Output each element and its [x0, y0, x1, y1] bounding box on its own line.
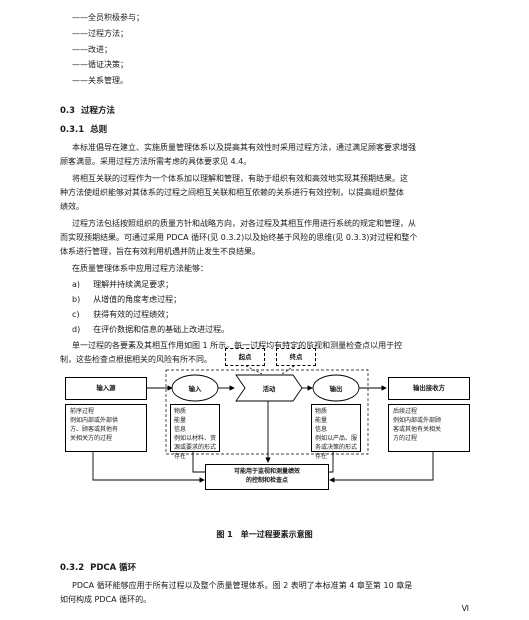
- paragraph-line: 将相互关联的过程作为一个体系加以理解和管理，有助于组织有效和高效地实现其预期结果…: [72, 174, 408, 183]
- detail-line: 源或要求的形式: [174, 444, 217, 451]
- output-details: 物质 能量 信息 例如以产品、服 务或决策的形式 存在: [311, 404, 361, 460]
- list-text: 获得有效的过程绩效；: [93, 310, 174, 319]
- detail-line: 物质: [315, 408, 328, 415]
- detail-line: 的控制和检查点: [245, 477, 288, 484]
- detail-line: 关相关方的过程: [70, 435, 113, 442]
- page-number: Ⅵ: [461, 604, 469, 613]
- figure-caption: 图 1 单一过程要素示意图: [216, 530, 313, 539]
- detail-line: 例如内部或外部供: [70, 417, 119, 424]
- paragraph-line: 单一过程的各要素及其相互作用如图 1 所示。每一过程均有特定的监视和测量检查点以…: [72, 341, 403, 350]
- paragraph-line: 而实现预期结果。可通过采用 PDCA 循环(见 0.3.2)以及始终基于风险的思…: [60, 233, 418, 242]
- detail-line: 存在: [315, 453, 328, 460]
- detail-line: 方、顾客或其他有: [70, 426, 119, 433]
- output-receiver-title: 输出接收方: [413, 384, 445, 392]
- list-label: c): [72, 310, 80, 319]
- output-receiver-box: 输出接收方: [388, 377, 470, 400]
- process-boundary: [165, 369, 369, 455]
- list-text: 理解并持续满足要求；: [93, 280, 174, 289]
- list-item: ——关系管理。: [72, 76, 128, 85]
- list-label: b): [72, 295, 81, 304]
- list-item: ——全员积极参与；: [72, 13, 144, 22]
- input-source-title: 输入源: [96, 384, 116, 392]
- section-number: 0.3.2: [60, 563, 85, 573]
- list-text: 在评价数据和信息的基础上改进过程。: [93, 325, 230, 334]
- end-label: 终点: [289, 353, 303, 361]
- input-source-box: 输入源: [65, 377, 147, 400]
- list-text: 从增值的角度考虑过程；: [93, 295, 182, 304]
- paragraph-line: 顾客满意。采用过程方法所需考虑的具体要求见 4.4。: [60, 157, 252, 166]
- input-source-details: 前序过程 例如内部或外部供 方、顾客或其他有 关相关方的过程: [65, 404, 147, 452]
- activity-title: 活动: [262, 385, 276, 393]
- section-number: 0.3.1: [60, 125, 85, 135]
- control-arrow: [329, 452, 434, 483]
- subsection-heading: 0.3.1 总则: [60, 123, 107, 135]
- list-item: d) 在评价数据和信息的基础上改进过程。: [72, 324, 229, 335]
- detail-line: 务或决策的形式: [315, 444, 358, 451]
- control-checkpoint-box: 可能用于监视和测量绩效 的控制和检查点: [205, 464, 329, 490]
- list-item: ——过程方法；: [72, 29, 128, 38]
- section-title: PDCA 循环: [90, 563, 137, 573]
- list-item: b) 从增值的角度考虑过程；: [72, 294, 181, 305]
- paragraph-line: 过程方法包括按照组织的质量方针和战略方向，对各过程及其相互作用进行系统的规定和管…: [72, 219, 416, 228]
- detail-line: 例如以产品、服: [315, 435, 358, 442]
- detail-line: 前序过程: [70, 408, 95, 415]
- end-box: 终点: [276, 348, 316, 366]
- section-heading: 0.3 过程方法: [60, 104, 115, 116]
- detail-line: 客或其他有关相关: [393, 426, 442, 433]
- detail-line: 信息: [315, 426, 328, 433]
- detail-line: 物质: [174, 408, 187, 415]
- control-arrow: [92, 452, 205, 483]
- detail-line: 存在: [174, 453, 187, 460]
- start-box: 起点: [225, 348, 265, 366]
- section-title: 总则: [90, 125, 108, 135]
- output-title: 输出: [329, 385, 343, 393]
- detail-line: 信息: [174, 426, 187, 433]
- paragraph-line: 制，这些检查点根据相关的风险有所不同。: [60, 355, 212, 364]
- section-number: 0.3: [60, 106, 76, 116]
- paragraph-line: 绩效。: [60, 202, 84, 211]
- detail-line: 后续过程: [393, 408, 418, 415]
- paragraph-line: PDCA 循环能够应用于所有过程以及整个质量管理体系。图 2 表明了本标准第 4…: [72, 581, 413, 590]
- end-connector: [281, 365, 295, 375]
- list-item: ——循证决策；: [72, 60, 128, 69]
- paragraph-line: 在质量管理体系中应用过程方法能够：: [72, 264, 208, 273]
- output-receiver-details: 后续过程 例如内部或外部顾 客或其他有关相关 方的过程: [388, 404, 470, 452]
- list-item: c) 获得有效的过程绩效；: [72, 309, 173, 320]
- section-title: 过程方法: [80, 106, 115, 116]
- list-item: a) 理解并持续满足要求；: [72, 279, 173, 290]
- detail-line: 能量: [315, 417, 328, 424]
- start-label: 起点: [238, 353, 252, 361]
- detail-line: 例如以材料、资: [174, 435, 217, 442]
- input-ellipse: [171, 374, 219, 402]
- paragraph-line: 体系进行管理，旨在有效利用机遇并防止发生不良结果。: [60, 247, 260, 256]
- list-label: a): [72, 280, 81, 289]
- detail-line: 能量: [174, 417, 187, 424]
- input-title: 输入: [188, 385, 202, 393]
- detail-line: 例如内部或外部顾: [393, 417, 442, 424]
- detail-line: 可能用于监视和测量绩效: [233, 468, 300, 475]
- subsection-heading: 0.3.2 PDCA 循环: [60, 561, 136, 573]
- paragraph-line: 本标准倡导在建立、实施质量管理体系以及提高其有效性时采用过程方法，通过满足顾客要…: [72, 143, 416, 152]
- activity-shape: [235, 374, 303, 402]
- list-item: ——改进；: [72, 45, 112, 54]
- output-ellipse: [312, 374, 360, 402]
- input-details: 物质 能量 信息 例如以材料、资 源或要求的形式 存在: [170, 404, 220, 460]
- paragraph-line: 如何构成 PDCA 循环的。: [60, 595, 152, 604]
- detail-line: 方的过程: [393, 435, 418, 442]
- list-label: d): [72, 325, 81, 334]
- paragraph-line: 种方法使组织能够对其体系的过程之间相互关联和相互依赖的关系进行有效控制，以提高组…: [60, 188, 404, 197]
